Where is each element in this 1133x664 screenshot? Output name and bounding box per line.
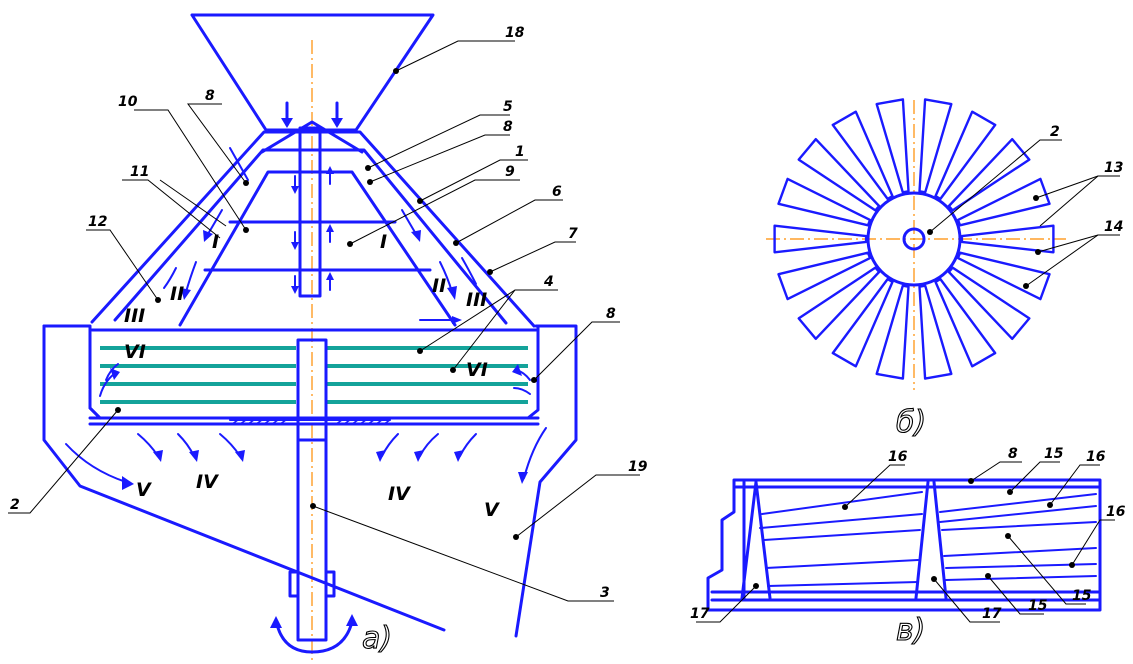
zone-III-left: III xyxy=(124,305,145,327)
rib-left xyxy=(740,480,758,600)
zone-III-right: III xyxy=(466,289,487,311)
shaft xyxy=(296,338,328,442)
section-label-15-bottom: 15 xyxy=(1028,598,1048,614)
plan-label-2: 2 xyxy=(1050,124,1060,140)
section-label-16-right: 16 xyxy=(1106,504,1126,520)
rotor-blade xyxy=(797,137,881,212)
section-label-17-right: 17 xyxy=(982,606,1002,622)
left-collector xyxy=(42,324,102,420)
caption-b: б) xyxy=(896,405,926,440)
section-blades xyxy=(759,491,1097,587)
rib-right xyxy=(932,480,948,600)
separator-plates xyxy=(100,346,528,404)
section-leaders xyxy=(696,461,1115,623)
rotor-cap xyxy=(260,120,364,154)
label-1: 1 xyxy=(515,144,525,160)
rotor-blade xyxy=(956,251,1051,301)
label-5: 5 xyxy=(503,99,513,115)
rotor-blade xyxy=(960,224,1055,254)
zone-II-left: II xyxy=(170,283,184,305)
rotor-blade xyxy=(934,110,997,201)
rotor-blade xyxy=(831,110,894,201)
label-9: 9 xyxy=(505,164,515,180)
label-12: 12 xyxy=(88,214,107,230)
inner-tube xyxy=(298,126,322,298)
caption-a: а) xyxy=(362,621,392,656)
label-18: 18 xyxy=(505,25,525,41)
label-7: 7 xyxy=(568,226,578,242)
section-label-16-top: 16 xyxy=(1086,449,1106,465)
rotor-blade xyxy=(875,284,910,380)
section-label-15-right: 15 xyxy=(1072,588,1092,604)
label-10: 10 xyxy=(118,94,138,110)
bowl-right-wall xyxy=(526,324,540,420)
label-8: 8 xyxy=(503,119,513,135)
rotor-blade xyxy=(777,251,872,301)
middle-cone xyxy=(113,148,508,325)
rotor-blade xyxy=(918,98,953,194)
rotor-blade xyxy=(934,277,997,368)
rotor-blade xyxy=(777,177,872,227)
rotor-blade xyxy=(875,98,910,194)
label-6: 6 xyxy=(552,184,562,200)
section-label-8: 8 xyxy=(1008,446,1018,462)
section-frame xyxy=(706,478,1102,612)
caption-v: в) xyxy=(896,613,925,648)
plan-label-14: 14 xyxy=(1104,219,1123,235)
rotor-blade xyxy=(947,137,1031,212)
rotor-hub-ring xyxy=(866,191,962,287)
zone-I-right: I xyxy=(380,231,387,253)
feed-arrows xyxy=(281,101,343,128)
hatched-hub xyxy=(229,419,391,425)
main-leaders xyxy=(8,40,640,602)
label-8-right: 8 xyxy=(606,306,616,322)
outer-cone xyxy=(90,130,536,328)
section-view: 16 8 15 16 16 17 17 15 15 в) xyxy=(690,446,1126,649)
zone-VI-left: VI xyxy=(124,341,146,363)
side-flow-arrows xyxy=(163,147,477,324)
shaft-lower xyxy=(296,422,328,642)
rotor-blade xyxy=(947,266,1031,340)
zone-II-right: II xyxy=(432,275,446,297)
inner-cone xyxy=(178,170,457,327)
label-8-left: 8 xyxy=(205,88,215,104)
label-4: 4 xyxy=(543,274,554,290)
outflow-arrows xyxy=(65,427,547,490)
zone-I-left: I xyxy=(212,231,219,253)
plan-view: 2 13 14 б) xyxy=(766,98,1123,441)
section-label-16-left: 16 xyxy=(888,449,908,465)
plan-leaders xyxy=(927,139,1120,289)
section-label-15-top: 15 xyxy=(1044,446,1064,462)
plan-label-13: 13 xyxy=(1104,160,1123,176)
label-11: 11 xyxy=(130,164,149,180)
zone-VI-right: VI xyxy=(466,359,488,381)
rotor-blade xyxy=(831,277,894,368)
zone-V-right: V xyxy=(484,499,500,521)
zone-IV-right: IV xyxy=(388,483,411,505)
rotor-blade xyxy=(956,177,1051,227)
left-collector-shell xyxy=(42,324,446,632)
hopper xyxy=(190,13,435,132)
zone-IV-left: IV xyxy=(196,471,219,493)
section-label-17-left: 17 xyxy=(690,606,710,622)
label-19: 19 xyxy=(628,459,648,475)
rotor-blade xyxy=(773,224,868,254)
bowl-side-arrows xyxy=(99,363,531,397)
coupling xyxy=(288,570,300,598)
rotation-arrow xyxy=(274,618,354,654)
rotor-hub-bore xyxy=(902,227,926,251)
label-2: 2 xyxy=(10,497,20,513)
label-3: 3 xyxy=(600,585,610,601)
rib-right xyxy=(914,480,930,600)
main-section-view: 18 5 8 1 9 6 7 8 10 11 12 4 8 2 19 3 I I… xyxy=(8,13,648,664)
rotor-blades xyxy=(773,98,1055,380)
zone-V-left: V xyxy=(136,479,152,501)
rotor-blade xyxy=(918,284,953,380)
right-collector xyxy=(514,324,578,638)
tube-arrows xyxy=(291,166,334,294)
rotor-blade xyxy=(797,266,881,340)
